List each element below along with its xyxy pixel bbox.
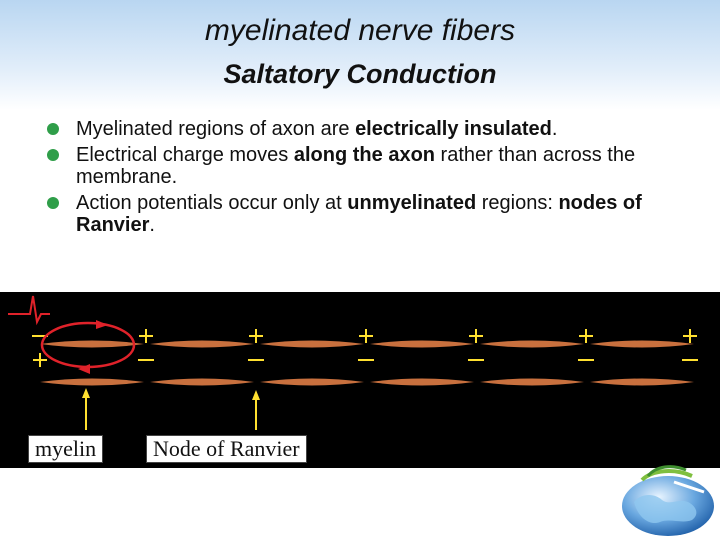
- bullet-text: Myelinated regions of axon are: [76, 118, 356, 140]
- arrowhead-icon: [252, 390, 260, 400]
- bullet-emphasis: along the axon: [293, 144, 435, 166]
- action-potential-spike-icon: [8, 295, 50, 326]
- bullet-item: Action potentials occur only at unmyelin…: [44, 192, 684, 236]
- bullet-text: rather than across the membrane.: [76, 144, 636, 188]
- bullet-text: regions:: [476, 192, 559, 214]
- myelin-segment: [40, 378, 144, 386]
- bullet-emphasis: nodes of Ranvier: [76, 192, 642, 236]
- myelin-sheaths: [40, 340, 694, 386]
- myelin-segment: [260, 340, 364, 348]
- slide-subtitle: Saltatory Conduction: [223, 59, 497, 89]
- axon-illustration: [0, 292, 720, 468]
- myelin-segment: [370, 340, 474, 348]
- myelin-segment: [40, 340, 144, 348]
- myelin-segment: [150, 378, 254, 386]
- myelin-segment: [480, 378, 584, 386]
- bullet-dot-icon: [47, 123, 59, 135]
- slide-title: myelinated nerve fibers: [204, 14, 516, 47]
- membrane-charges: [32, 329, 698, 367]
- bullet-dot-icon: [47, 197, 59, 209]
- saltatory-conduction-diagram: myelin Node of Ranvier: [0, 292, 720, 468]
- bullet-text: .: [149, 214, 155, 236]
- myelin-segment: [590, 378, 694, 386]
- myelin-segment: [150, 340, 254, 348]
- bullet-item: Myelinated regions of axon are electrica…: [44, 118, 684, 140]
- myelin-segment: [260, 378, 364, 386]
- myelin-label: myelin: [28, 435, 104, 463]
- arrowhead-icon: [82, 388, 90, 398]
- myelin-segment: [480, 340, 584, 348]
- bullet-dot-icon: [47, 149, 59, 161]
- bullet-emphasis: unmyelinated: [347, 192, 477, 214]
- bullet-text: Electrical charge moves: [76, 144, 294, 166]
- myelin-segment: [370, 378, 474, 386]
- bullet-emphasis: electrically insulated: [355, 118, 552, 140]
- bullet-text: .: [551, 118, 558, 140]
- bullet-text: Action potentials occur only at: [76, 192, 348, 214]
- slide-title-block: myelinated nerve fibers Saltatory Conduc…: [0, 10, 720, 92]
- globe-logo-icon: [622, 465, 714, 536]
- node-of-ranvier-label: Node of Ranvier: [146, 435, 307, 463]
- arrowhead-icon: [78, 364, 90, 374]
- bullet-item: Electrical charge moves along the axon r…: [44, 144, 684, 188]
- bullet-list: Myelinated regions of axon are electrica…: [44, 118, 684, 240]
- arrowhead-icon: [96, 320, 108, 329]
- myelin-segment: [590, 340, 694, 348]
